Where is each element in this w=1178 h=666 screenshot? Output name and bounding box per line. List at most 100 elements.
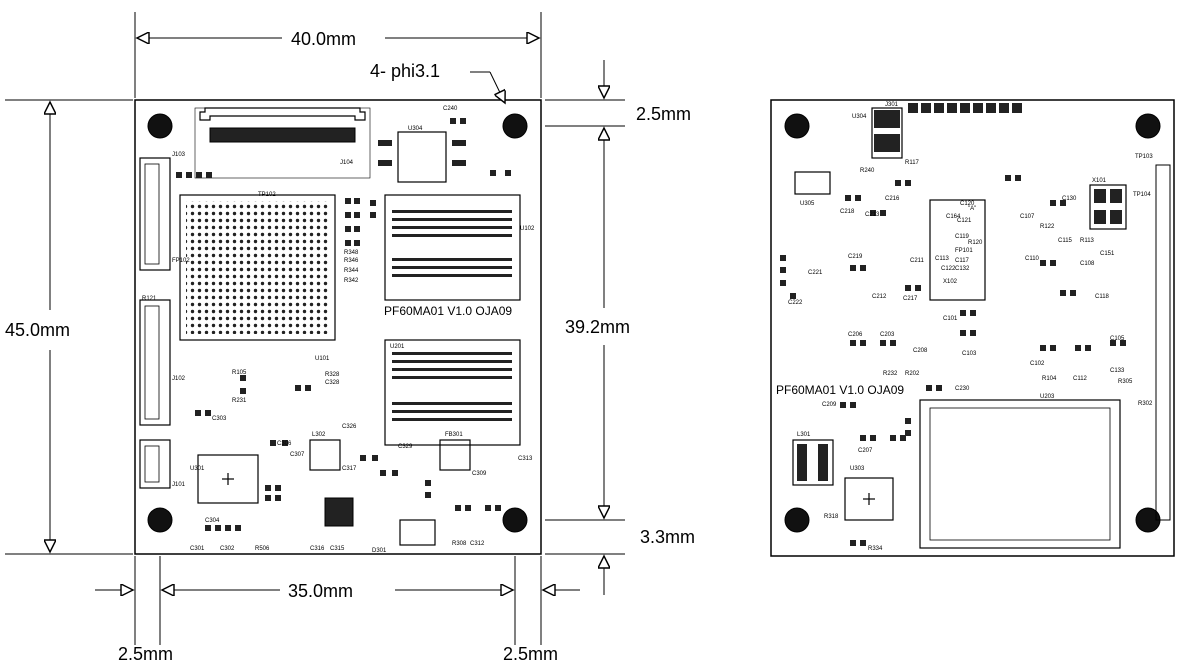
refdes: C317 (342, 466, 357, 472)
refdes: U101 (315, 356, 330, 362)
top-board-outline (134, 99, 542, 555)
refdes: R328 (325, 372, 340, 378)
refdes: TP104 (1133, 192, 1151, 198)
refdes: C307 (290, 452, 305, 458)
refdes: R232 (883, 371, 898, 377)
crystal-x101 (1089, 184, 1127, 230)
refdes: C102 (1030, 361, 1045, 367)
refdes: C316 (310, 546, 325, 552)
refdes: R344 (344, 268, 359, 274)
connector-j102 (139, 299, 171, 426)
ic-u303 (844, 477, 894, 521)
refdes: C313 (518, 456, 533, 462)
refdes: C315 (330, 546, 345, 552)
refdes: R506 (255, 546, 270, 552)
refdes: U305 (800, 201, 815, 207)
ic-u304-bottom (871, 107, 903, 159)
connector-j101 (139, 439, 171, 489)
left-margin-label: 2.5mm (118, 644, 173, 664)
qfp-fp101 (929, 199, 986, 301)
refdes: U201 (390, 344, 405, 350)
refdes: R231 (232, 398, 247, 404)
refdes: C222 (788, 300, 803, 306)
refdes: R346 (344, 258, 359, 264)
refdes: C105 (1110, 336, 1125, 342)
top-margin-label: 2.5mm (636, 104, 691, 124)
ic-u302 (324, 497, 354, 527)
refdes: U304 (852, 114, 867, 120)
refdes: C115 (1058, 238, 1073, 244)
refdes: C108 (1080, 261, 1095, 267)
passive-pads (176, 118, 511, 531)
mounting-hole (502, 113, 528, 139)
refdes: C302 (220, 546, 235, 552)
bottom-board-outline (770, 99, 1175, 557)
refdes: C208 (913, 348, 928, 354)
refdes: C122 (941, 266, 956, 272)
refdes: R302 (1138, 401, 1153, 407)
refdes: U304 (408, 126, 423, 132)
refdes: C206 (848, 332, 863, 338)
refdes: C164 (946, 214, 961, 220)
hole-span-vertical-label: 39.2mm (565, 317, 630, 337)
refdes: C207 (858, 448, 873, 454)
refdes: C151 (1100, 251, 1115, 257)
refdes: C328 (325, 380, 340, 386)
connector-j301 (908, 103, 1022, 113)
refdes: C107 (1020, 214, 1035, 220)
refdes: L301 (797, 432, 811, 438)
refdes: FP102 (172, 258, 190, 264)
refdes: R105 (232, 370, 247, 376)
refdes: R117 (905, 160, 920, 166)
refdes: J104 (340, 160, 354, 166)
refdes: FB301 (445, 432, 463, 438)
refdes: C219 (848, 254, 863, 260)
fpc-connector (199, 107, 366, 121)
diode-d301 (399, 519, 436, 546)
refdes: C211 (910, 258, 925, 264)
refdes: C101 (943, 316, 958, 322)
refdes: U203 (1040, 394, 1055, 400)
refdes: R113 (1080, 238, 1095, 244)
refdes: C303 (212, 416, 227, 422)
hole-span-horizontal-label: 35.0mm (288, 581, 353, 601)
refdes: C132 (955, 266, 970, 272)
refdes: R305 (1118, 379, 1133, 385)
refdes: R308 (452, 541, 467, 547)
refdes: C240 (443, 106, 458, 112)
mounting-hole (784, 113, 810, 139)
refdes: R122 (1040, 224, 1055, 230)
inductor-fb301 (439, 439, 471, 471)
refdes: L302 (312, 432, 326, 438)
refdes: C230 (955, 386, 970, 392)
hole-note-label: 4- phi3.1 (370, 61, 440, 81)
refdes: R202 (905, 371, 920, 377)
right-margin-label: 2.5mm (503, 644, 558, 664)
refdes: "A" (968, 206, 976, 212)
top-view (134, 99, 542, 555)
refdes: C103 (962, 351, 977, 357)
bottom-refdes-labels: J301 U304 U305 R240 R117 TP103 TP104 X10… (788, 102, 1153, 552)
bottom-board-marking: PF60MA01 V1.0 OJA09 (776, 383, 904, 397)
refdes: FP101 (955, 248, 973, 254)
top-board-marking: PF60MA01 V1.0 OJA09 (384, 304, 512, 318)
top-dimensions (5, 12, 625, 645)
refdes: C218 (840, 209, 855, 215)
refdes: X101 (1092, 178, 1107, 184)
refdes: C133 (1110, 368, 1125, 374)
refdes: C117 (955, 258, 970, 264)
refdes: C326 (342, 424, 357, 430)
refdes: TP102 (258, 192, 276, 198)
mounting-hole (784, 507, 810, 533)
refdes: J101 (172, 482, 186, 488)
refdes: C329 (398, 444, 413, 450)
refdes: U301 (190, 466, 205, 472)
refdes: R348 (344, 250, 359, 256)
refdes: R342 (344, 278, 359, 284)
refdes: U102 (520, 226, 535, 232)
refdes: TP103 (1135, 154, 1153, 160)
refdes: R121 (142, 296, 157, 302)
refdes: C113 (935, 256, 950, 262)
refdes: R334 (868, 546, 883, 552)
